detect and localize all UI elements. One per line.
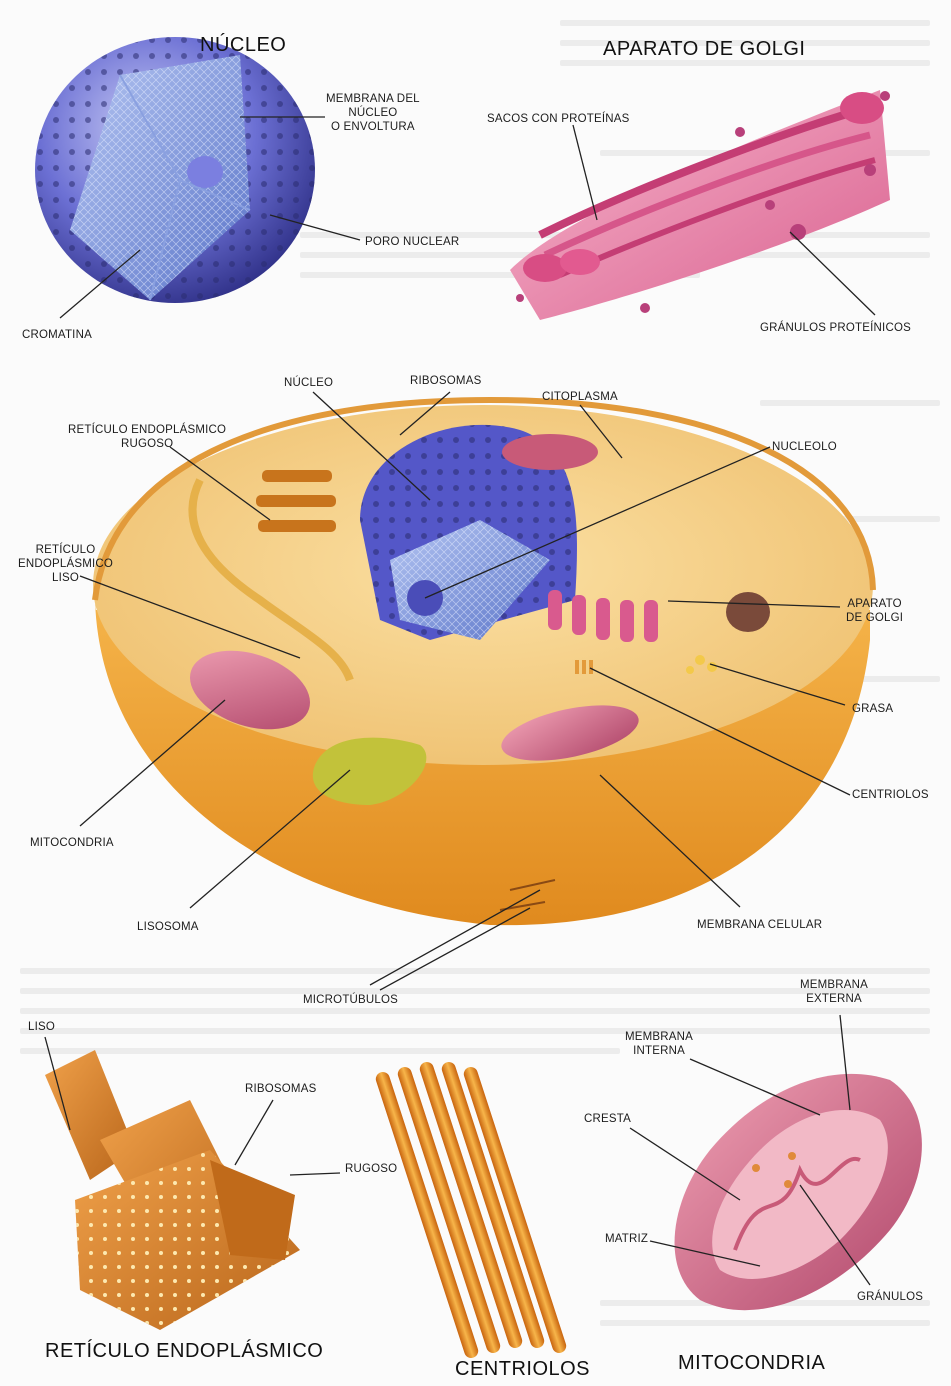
title-mitochondria: MITOCONDRIA xyxy=(678,1352,825,1375)
cell-illustration xyxy=(93,400,873,925)
label-cell-golgi: APARATO DE GOLGI xyxy=(846,597,903,625)
label-rough-er: RETÍCULO ENDOPLÁSMICO RUGOSO xyxy=(68,423,226,451)
label-cytoplasm: CITOPLASMA xyxy=(542,390,618,404)
centrioles-illustration xyxy=(374,1060,568,1360)
label-nuclear-membrane: MEMBRANA DEL NÚCLEO O ENVOLTURA xyxy=(326,92,420,134)
label-outer-membrane: MEMBRANA EXTERNA xyxy=(800,978,868,1006)
label-cell-nucleus: NÚCLEO xyxy=(284,376,333,390)
label-crest: CRESTA xyxy=(584,1112,631,1126)
label-matrix: MATRIZ xyxy=(605,1232,648,1246)
label-smooth-er: RETÍCULO ENDOPLÁSMICO LISO xyxy=(18,543,113,585)
label-microtubules: MICROTÚBULOS xyxy=(303,993,398,1007)
label-inner-membrane: MEMBRANA INTERNA xyxy=(625,1030,693,1058)
label-er-ribosomes: RIBOSOMAS xyxy=(245,1082,316,1096)
title-nucleus: NÚCLEO xyxy=(200,34,286,57)
label-nucleolus: NUCLEOLO xyxy=(772,440,837,454)
label-cell-membrane: MEMBRANA CELULAR xyxy=(697,918,822,932)
nucleus-illustration xyxy=(35,37,315,303)
title-er: RETÍCULO ENDOPLÁSMICO xyxy=(45,1340,323,1363)
label-smooth: LISO xyxy=(28,1020,55,1034)
label-granules: GRÁNULOS xyxy=(857,1290,923,1304)
label-cell-centrioles: CENTRIOLOS xyxy=(852,788,929,802)
label-rough: RUGOSO xyxy=(345,1162,397,1176)
label-protein-sacs: SACOS CON PROTEÍNAS xyxy=(487,112,629,126)
label-protein-granules: GRÁNULOS PROTEÍNICOS xyxy=(760,321,911,335)
label-chromatin: CROMATINA xyxy=(22,328,92,342)
label-fat: GRASA xyxy=(852,702,893,716)
label-cell-mitochondria: MITOCONDRIA xyxy=(30,836,114,850)
mitochondria-illustration xyxy=(675,1074,922,1310)
title-centrioles: CENTRIOLOS xyxy=(455,1358,590,1381)
label-ribosomes: RIBOSOMAS xyxy=(410,374,481,388)
title-golgi: APARATO DE GOLGI xyxy=(603,38,806,61)
label-lysosome: LISOSOMA xyxy=(137,920,199,934)
label-nuclear-pore: PORO NUCLEAR xyxy=(365,235,459,249)
